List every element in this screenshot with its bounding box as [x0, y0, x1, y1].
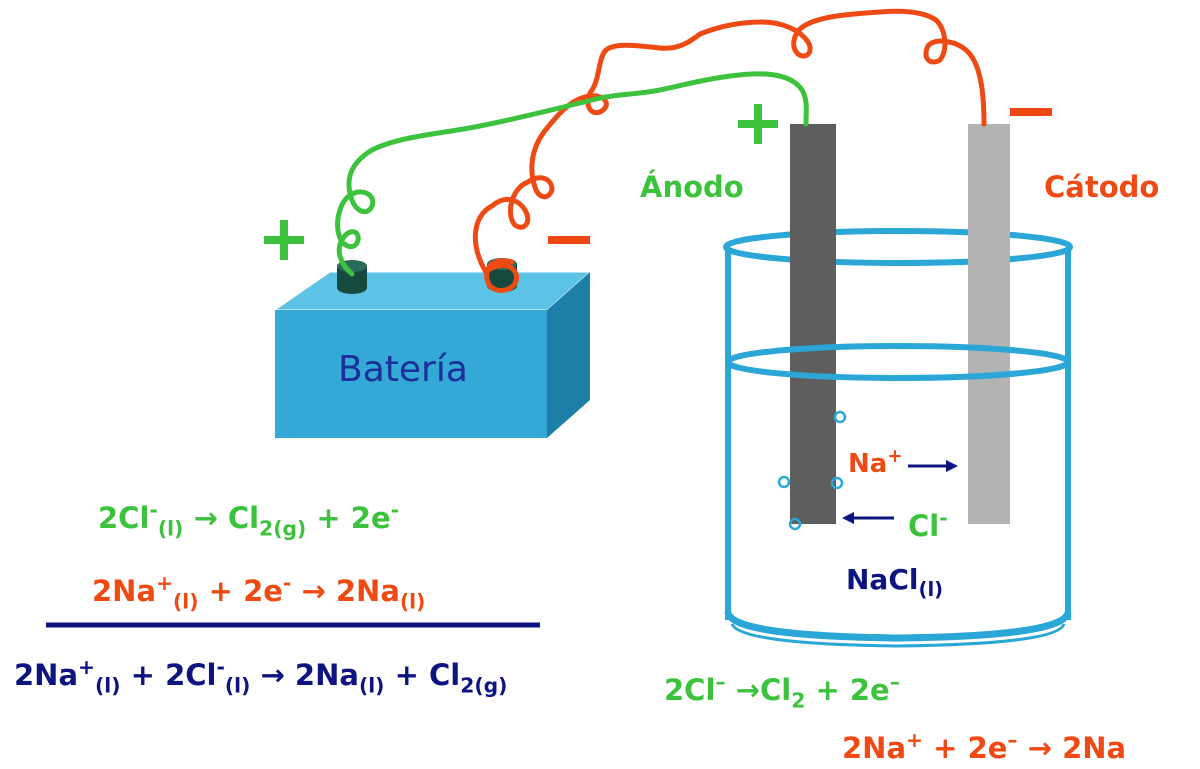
reaction-arrow: → — [735, 673, 760, 708]
plus-sign: + — [316, 501, 341, 536]
product: Cl — [227, 501, 260, 536]
product: Cl — [428, 658, 461, 693]
chloride-ion-arrow — [842, 512, 894, 524]
anode-reaction-simplified: 2Cl– →Cl2 + 2e– — [664, 672, 900, 711]
gas-bubbles — [777, 410, 847, 531]
plus-sign: + — [815, 673, 840, 708]
charge: - — [149, 498, 158, 522]
reaction-arrow: → — [301, 574, 326, 609]
charge: + — [78, 655, 96, 679]
anode-wire — [335, 71, 809, 277]
plus-sign: + — [933, 731, 958, 766]
reaction-arrow: → — [1027, 731, 1052, 766]
reactant: 2Na — [92, 574, 157, 609]
battery-side-face — [547, 272, 590, 438]
battery — [273, 258, 592, 438]
sodium-ion-arrow — [908, 460, 958, 472]
reactant: 2Cl — [165, 658, 217, 693]
plus-sign: + — [208, 574, 233, 609]
subscript: 2 — [791, 688, 806, 713]
reaction-arrow: → — [260, 658, 285, 693]
electrolyte-formula: NaCl — [846, 563, 919, 596]
cathode-rod — [968, 124, 1010, 524]
product: Cl — [759, 673, 792, 708]
reactant: 2Cl — [664, 673, 716, 708]
ion-symbol: Cl — [908, 509, 940, 544]
reaction-arrow: → — [193, 501, 218, 536]
battery-front-face — [275, 310, 547, 438]
sodium-ion-label: Na+ — [848, 446, 903, 479]
electrons: 2e — [967, 731, 1008, 766]
cathode-wire — [472, 8, 987, 293]
battery-plus-sign — [264, 220, 304, 260]
electrons: 2e — [243, 574, 283, 609]
overall-reaction: 2Na+(l) + 2Cl-(l) → 2Na(l) + Cl2(g) — [14, 657, 507, 696]
bubble — [830, 476, 844, 490]
beaker-rim — [723, 228, 1073, 266]
cathode-label: Cátodo — [1044, 170, 1160, 204]
reactant: 2Na — [842, 731, 907, 766]
plus-sign: + — [130, 658, 155, 693]
charge: - — [216, 655, 225, 679]
anode-plus-sign — [738, 104, 778, 144]
reactant: 2Cl — [98, 501, 150, 536]
electrolyte-state: (l) — [918, 577, 944, 601]
ion-charge: - — [939, 506, 948, 530]
state: (l) — [173, 589, 199, 614]
charge: + — [906, 728, 924, 752]
product: 2Na — [294, 658, 359, 693]
cathode-half-reaction: 2Na+(l) + 2e- → 2Na(l) — [92, 573, 425, 612]
product: 2Na — [1062, 731, 1127, 766]
electrons: 2e — [849, 673, 890, 708]
anode-label: Ánodo — [640, 170, 744, 204]
chloride-ion-label: Cl- — [908, 508, 948, 541]
beaker — [724, 250, 1072, 648]
electrons: 2e — [350, 501, 391, 536]
charge: – — [1007, 728, 1018, 752]
state: (l) — [358, 673, 385, 698]
state: (l) — [95, 673, 121, 698]
charge: – — [715, 670, 726, 694]
battery-top-face — [273, 271, 592, 311]
charge: + — [156, 571, 174, 595]
anode-rod — [790, 124, 836, 524]
charge: – — [889, 670, 900, 694]
battery-positive-terminal — [337, 260, 367, 294]
bubble — [777, 475, 791, 489]
charge: - — [390, 498, 400, 522]
bubble — [788, 517, 802, 531]
state: (l) — [157, 516, 184, 541]
plus-sign: + — [394, 658, 419, 693]
electrolyte-label: NaCl(l) — [846, 563, 944, 601]
charge: - — [282, 571, 292, 595]
state: (l) — [224, 673, 251, 698]
bubble — [833, 410, 847, 424]
ion-charge: + — [887, 446, 903, 467]
product: 2Na — [335, 574, 400, 609]
battery-label: Batería — [338, 349, 468, 390]
state: 2(g) — [460, 673, 508, 698]
ion-symbol: Na — [848, 449, 888, 479]
reactant: 2Na — [14, 658, 79, 693]
anode-half-reaction: 2Cl-(l) → Cl2(g) + 2e- — [98, 500, 399, 539]
state: 2(g) — [259, 516, 307, 541]
cathode-reaction-simplified: 2Na+ + 2e– → 2Na — [842, 730, 1126, 763]
liquid-surface — [725, 343, 1071, 381]
state: (l) — [399, 589, 426, 614]
